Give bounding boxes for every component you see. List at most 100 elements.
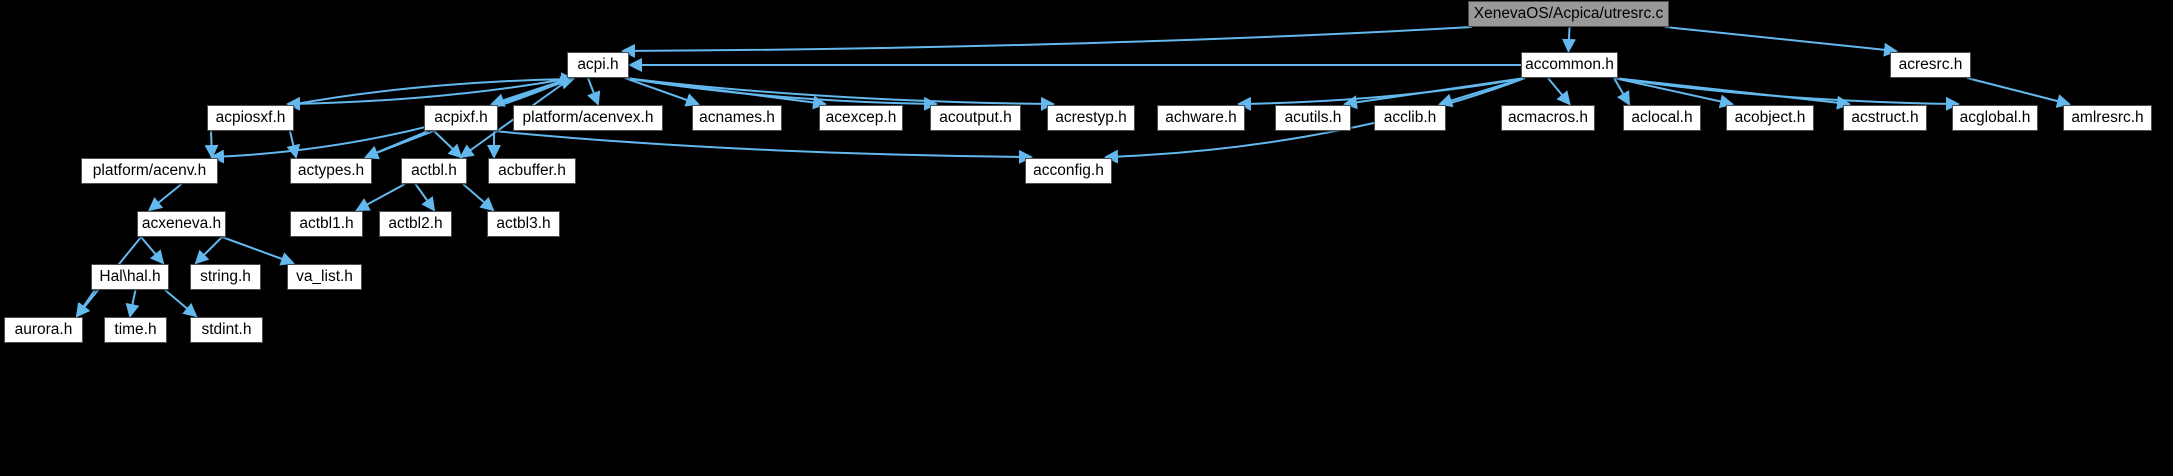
graph-edge-acpi-to-acenv bbox=[210, 77, 572, 164]
graph-node-amlresrc[interactable]: amlresrc.h bbox=[2063, 105, 2152, 131]
graph-node-label: acrestyp.h bbox=[1055, 109, 1127, 127]
graph-node-label: actypes.h bbox=[297, 162, 365, 180]
graph-edge-accommon-to-acmacros bbox=[1547, 77, 1571, 106]
graph-node-label: acclib.h bbox=[1383, 109, 1437, 127]
graph-node-time[interactable]: time.h bbox=[104, 317, 167, 343]
graph-node-string[interactable]: string.h bbox=[190, 264, 261, 290]
graph-node-acconfig[interactable]: acconfig.h bbox=[1025, 158, 1112, 184]
graph-node-acenv[interactable]: platform/acenv.h bbox=[81, 158, 218, 184]
graph-node-acmacros[interactable]: acmacros.h bbox=[1501, 105, 1595, 131]
graph-node-label: string.h bbox=[200, 268, 251, 286]
graph-edge-acpixf-to-actbl bbox=[433, 130, 463, 159]
graph-edge-hal-to-stdint bbox=[164, 289, 198, 318]
graph-edge-acpi-to-acpiosxf bbox=[286, 77, 572, 111]
graph-node-acenvex[interactable]: platform/acenvex.h bbox=[513, 105, 663, 131]
graph-node-acnames[interactable]: acnames.h bbox=[692, 105, 782, 131]
graph-node-label: va_list.h bbox=[296, 268, 353, 286]
graph-edge-hal-to-time bbox=[125, 289, 140, 318]
graph-node-acrestyp[interactable]: acrestyp.h bbox=[1047, 105, 1135, 131]
graph-node-label: acexcep.h bbox=[825, 109, 897, 127]
graph-node-label: acpixf.h bbox=[434, 109, 488, 127]
graph-node-acglobal[interactable]: acglobal.h bbox=[1952, 105, 2038, 131]
graph-node-actbl[interactable]: actbl.h bbox=[401, 158, 467, 184]
graph-node-label: acmacros.h bbox=[1507, 109, 1589, 127]
graph-node-label: acutils.h bbox=[1284, 109, 1342, 127]
graph-node-label: acxeneva.h bbox=[141, 215, 222, 233]
graph-node-label: acconfig.h bbox=[1033, 162, 1104, 180]
graph-node-label: actbl1.h bbox=[299, 215, 354, 233]
graph-node-acoutput[interactable]: acoutput.h bbox=[930, 105, 1021, 131]
graph-node-acexcep[interactable]: acexcep.h bbox=[819, 105, 903, 131]
graph-edge-acxeneva-to-string bbox=[194, 236, 223, 265]
graph-node-acbuffer[interactable]: acbuffer.h bbox=[488, 158, 576, 184]
graph-node-valist[interactable]: va_list.h bbox=[287, 264, 362, 290]
graph-node-stdint[interactable]: stdint.h bbox=[190, 317, 263, 343]
graph-node-label: acstruct.h bbox=[1851, 109, 1919, 127]
graph-node-actbl3[interactable]: actbl3.h bbox=[487, 211, 560, 237]
graph-node-label: actbl.h bbox=[411, 162, 457, 180]
graph-edge-utresrc-to-accommon bbox=[1562, 26, 1576, 53]
graph-node-acclib[interactable]: acclib.h bbox=[1374, 105, 1446, 131]
graph-node-label: acpiosxf.h bbox=[215, 109, 286, 127]
graph-node-label: stdint.h bbox=[201, 321, 252, 339]
graph-edge-acpixf-to-acpi bbox=[493, 76, 575, 106]
graph-node-label: accommon.h bbox=[1525, 56, 1614, 74]
graph-edge-utresrc-to-acresrc bbox=[1664, 26, 1898, 57]
graph-edge-actbl-to-actbl3 bbox=[462, 183, 495, 212]
graph-node-label: Hal\hal.h bbox=[99, 268, 161, 286]
graph-node-acpixf[interactable]: acpixf.h bbox=[424, 105, 498, 131]
graph-edge-accommon-to-acglobal bbox=[1613, 77, 1960, 111]
graph-node-acobject[interactable]: acobject.h bbox=[1726, 105, 1814, 131]
graph-node-acutils[interactable]: acutils.h bbox=[1275, 105, 1351, 131]
graph-node-acpi[interactable]: acpi.h bbox=[567, 52, 629, 78]
graph-node-utresrc[interactable]: XenevaOS/Acpica/utresrc.c bbox=[1468, 1, 1669, 27]
graph-node-label: acglobal.h bbox=[1959, 109, 2031, 127]
graph-node-hal[interactable]: Hal\hal.h bbox=[91, 264, 169, 290]
graph-node-label: amlresrc.h bbox=[2071, 109, 2144, 127]
graph-node-label: XenevaOS/Acpica/utresrc.c bbox=[1473, 5, 1664, 23]
graph-node-label: acnames.h bbox=[699, 109, 775, 127]
graph-edge-actbl-to-actbl1 bbox=[355, 183, 406, 211]
graph-node-label: actbl2.h bbox=[388, 215, 443, 233]
graph-node-accommon[interactable]: accommon.h bbox=[1521, 52, 1618, 78]
graph-edge-acpixf-to-actypes bbox=[364, 130, 429, 159]
graph-edge-accommon-to-acutils bbox=[1343, 77, 1526, 110]
graph-edge-hal-to-aurora bbox=[75, 289, 96, 318]
graph-edge-acpiosxf-to-acpi bbox=[289, 72, 575, 106]
graph-node-label: aurora.h bbox=[14, 321, 73, 339]
graph-node-acstruct[interactable]: acstruct.h bbox=[1843, 105, 1927, 131]
graph-node-acpiosxf[interactable]: acpiosxf.h bbox=[207, 105, 294, 131]
graph-edge-acresrc-to-amlresrc bbox=[1966, 77, 2071, 108]
graph-node-actbl2[interactable]: actbl2.h bbox=[379, 211, 452, 237]
graph-edge-accommon-to-acobject bbox=[1613, 77, 1734, 109]
graph-edge-acxeneva-to-valist bbox=[221, 236, 295, 266]
graph-node-label: aclocal.h bbox=[1631, 109, 1693, 127]
graph-edge-accommon-to-aclocal bbox=[1613, 77, 1630, 106]
graph-edge-acxeneva-to-hal bbox=[140, 236, 165, 265]
graph-node-label: time.h bbox=[114, 321, 157, 339]
graph-node-label: acobject.h bbox=[1734, 109, 1806, 127]
graph-node-acresrc[interactable]: acresrc.h bbox=[1890, 52, 1971, 78]
graph-edge-acpiosxf-to-actypes bbox=[286, 130, 301, 159]
graph-node-achware[interactable]: achware.h bbox=[1157, 105, 1245, 131]
graph-node-acxeneva[interactable]: acxeneva.h bbox=[137, 211, 226, 237]
graph-node-label: platform/acenvex.h bbox=[522, 109, 654, 127]
graph-edge-acpixf-to-acconfig bbox=[493, 130, 1033, 164]
graph-node-aurora[interactable]: aurora.h bbox=[4, 317, 83, 343]
graph-edge-acpi-to-acrestyp bbox=[624, 77, 1055, 111]
graph-node-label: acpi.h bbox=[577, 56, 619, 74]
graph-node-label: actbl3.h bbox=[496, 215, 551, 233]
graph-node-actypes[interactable]: actypes.h bbox=[290, 158, 372, 184]
graph-edge-accommon-to-acconfig bbox=[1104, 77, 1526, 164]
graph-node-aclocal[interactable]: aclocal.h bbox=[1623, 105, 1701, 131]
graph-edge-acpiosxf-to-acenv bbox=[204, 130, 219, 159]
graph-node-label: acbuffer.h bbox=[498, 162, 566, 180]
graph-node-label: acoutput.h bbox=[939, 109, 1012, 127]
graph-node-actbl1[interactable]: actbl1.h bbox=[290, 211, 363, 237]
graph-edge-accommon-to-acstruct bbox=[1613, 77, 1851, 110]
graph-edge-acpi-to-acoutput bbox=[624, 77, 938, 111]
graph-edge-acpi-to-acenvex bbox=[587, 77, 601, 106]
graph-node-label: platform/acenv.h bbox=[92, 162, 207, 180]
